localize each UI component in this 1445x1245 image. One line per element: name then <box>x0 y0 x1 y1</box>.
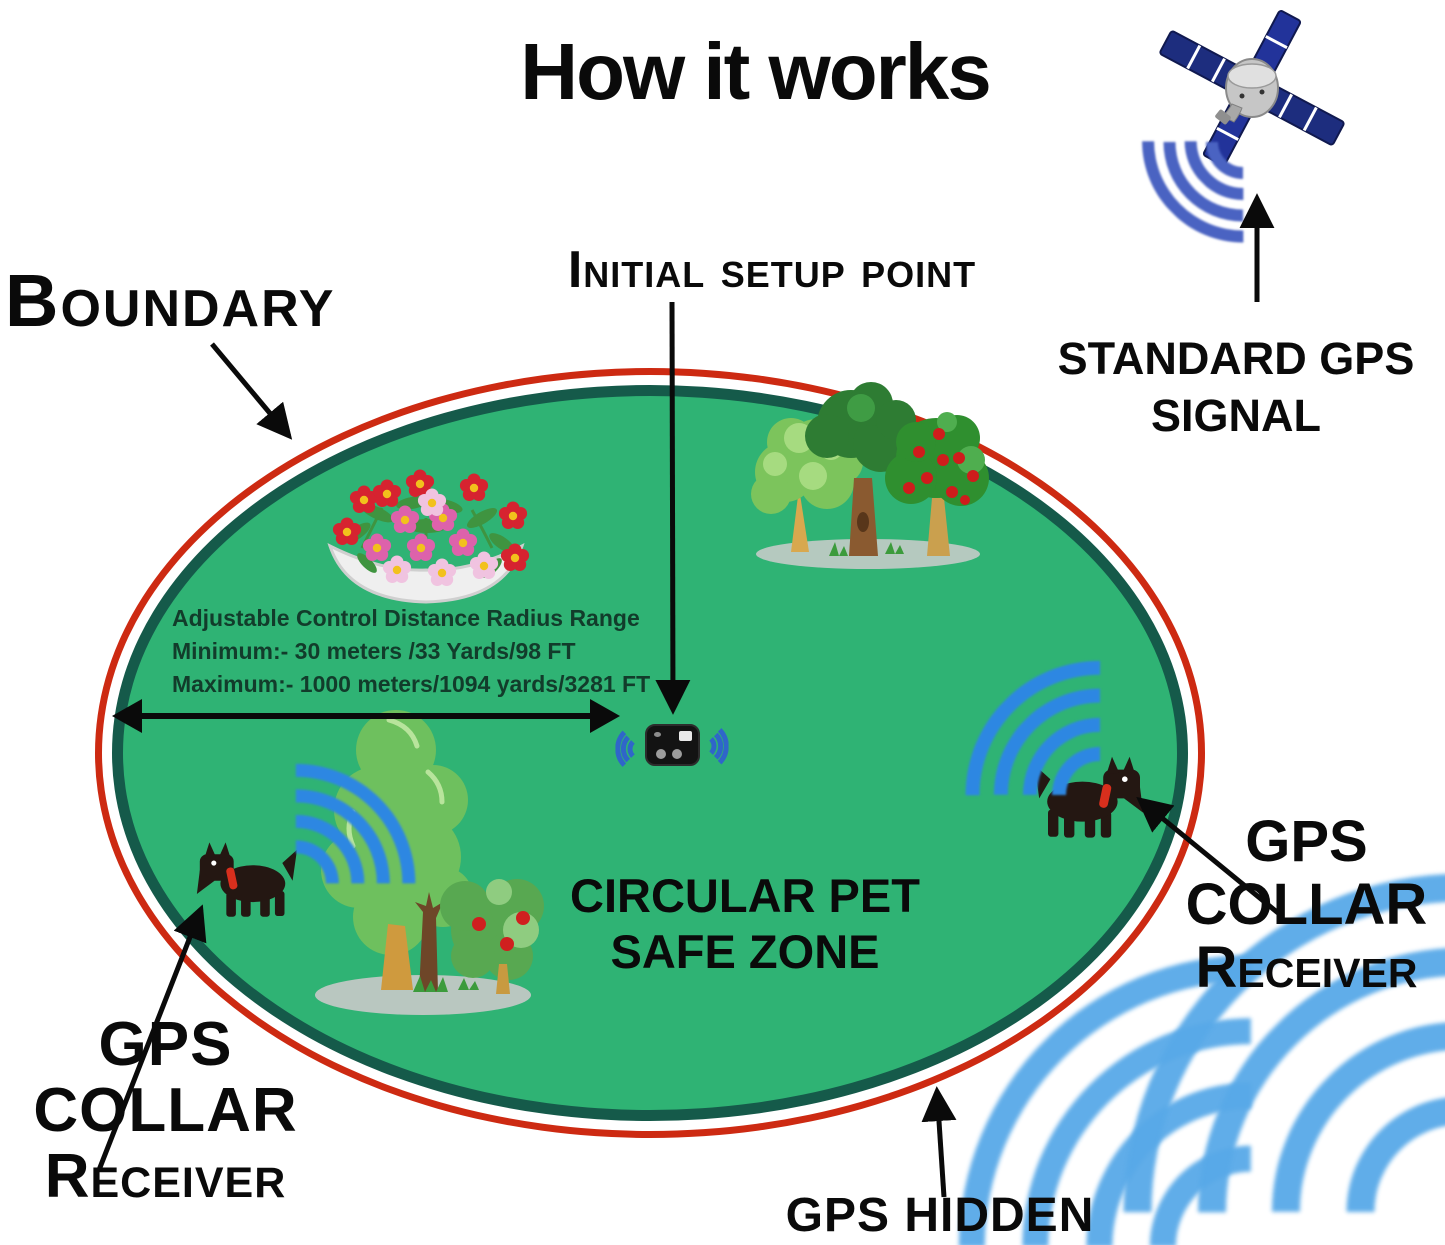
standard-gps-signal-label: STANDARD GPS SIGNAL <box>1030 330 1442 444</box>
receiver-right-line1: GPS <box>1245 809 1368 874</box>
safe-zone-label: CIRCULAR PET SAFE ZONE <box>540 868 950 980</box>
satellite-icon <box>1159 10 1345 166</box>
safe-zone-line2: SAFE ZONE <box>610 925 880 978</box>
dog-right-icon <box>1034 756 1144 838</box>
gps-device-icon <box>645 724 700 766</box>
gps-collar-receiver-left-label: GPS COLLAR Receiver <box>8 1012 323 1210</box>
receiver-left-line1: GPS <box>98 1010 233 1079</box>
receiver-left-line2: COLLAR <box>33 1076 298 1145</box>
gps-collar-receiver-right-label: GPS COLLAR Receiver <box>1168 810 1445 999</box>
range-line2: Minimum:- 30 meters /33 Yards/98 FT <box>172 638 576 664</box>
receiver-left-line3: Receiver <box>44 1142 287 1211</box>
tree-cluster-top-icon <box>751 382 989 569</box>
safe-zone-line1: CIRCULAR PET <box>570 869 920 922</box>
receiver-right-line3: Receiver <box>1195 935 1418 1000</box>
dog-left-icon <box>196 842 298 917</box>
device-led <box>654 732 661 737</box>
tree-cluster-left-icon <box>315 710 544 1015</box>
initial-setup-point-label: Initial setup point <box>567 241 977 299</box>
standard-gps-line1: STANDARD GPS <box>1057 333 1415 384</box>
hidden-fence-label: GPS HIDDEN FENCE <box>785 1189 1095 1245</box>
zone-boundary-ring <box>95 368 1205 1138</box>
device-button <box>672 749 682 759</box>
range-line1: Adjustable Control Distance Radius Range <box>172 605 640 631</box>
standard-gps-line2: SIGNAL <box>1150 390 1321 441</box>
boundary-arrow <box>210 342 293 440</box>
boundary-label: Boundary <box>5 259 336 342</box>
page-title: How it works <box>520 27 991 116</box>
receiver-right-line2: COLLAR <box>1185 872 1428 937</box>
device-screen <box>679 731 692 741</box>
device-button <box>656 749 666 759</box>
hidden-fence-arrow <box>921 1086 957 1198</box>
range-line3: Maximum:- 1000 meters/1094 yards/3281 FT <box>172 671 651 697</box>
range-info: Adjustable Control Distance Radius Range… <box>172 602 650 701</box>
flower-basket-icon <box>327 469 530 604</box>
